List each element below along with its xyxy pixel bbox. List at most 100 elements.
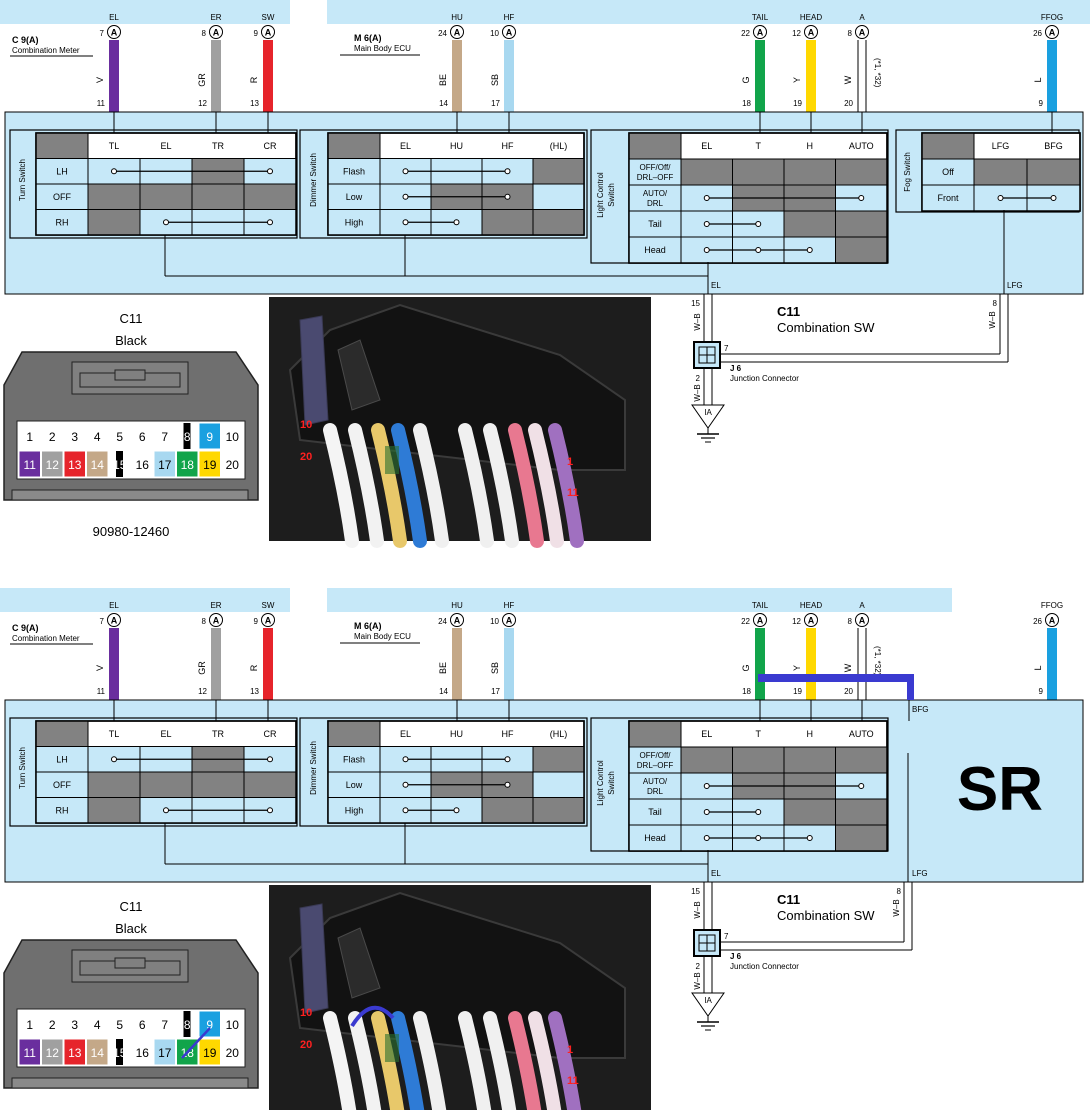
terminal-name: TAIL bbox=[752, 13, 769, 22]
terminal-lower-pin: 18 bbox=[742, 99, 751, 108]
pin-cell bbox=[86, 450, 109, 478]
table-header: EL bbox=[160, 729, 171, 739]
pin-cell bbox=[198, 1038, 221, 1066]
pin-number: 9 bbox=[206, 430, 213, 444]
cell-open bbox=[87, 183, 141, 210]
wire-color-code: Y bbox=[792, 77, 802, 83]
terminal-name: TAIL bbox=[752, 601, 769, 610]
wire-color-code: W bbox=[843, 75, 853, 84]
pin-number: 3 bbox=[71, 1018, 78, 1032]
connector-side bbox=[299, 315, 329, 426]
terminal-name: HF bbox=[504, 601, 515, 610]
contact-dot bbox=[402, 756, 409, 763]
pin-number: 8 bbox=[184, 430, 191, 444]
wire-sw bbox=[263, 40, 273, 112]
pin-number: 15 bbox=[113, 458, 127, 472]
contact-dot bbox=[453, 807, 460, 814]
connector-letter: A bbox=[808, 28, 815, 38]
main-body-ecu-name: Main Body ECU bbox=[354, 632, 411, 641]
table-header: HU bbox=[450, 729, 463, 739]
wire-color-code: V bbox=[95, 77, 105, 83]
contact-dot bbox=[755, 221, 762, 227]
pin-number: 4 bbox=[94, 1018, 101, 1032]
terminal-el-label: EL bbox=[711, 281, 721, 290]
terminal-lower-pin: 14 bbox=[439, 99, 448, 108]
cell-open bbox=[481, 209, 534, 236]
turn-switch-title: Turn Switch bbox=[18, 159, 27, 201]
table-border bbox=[628, 132, 888, 264]
connector-circle bbox=[855, 613, 869, 627]
wire-color-code: GR bbox=[197, 661, 207, 675]
wire-color-code: L bbox=[1033, 77, 1043, 82]
contact-dot bbox=[703, 247, 710, 253]
terminal-lower-pin: 14 bbox=[439, 687, 448, 696]
contact-dot bbox=[703, 835, 710, 841]
terminal-pin: 12 bbox=[792, 617, 801, 626]
wire-color-code: G bbox=[741, 664, 751, 671]
combination-meter-box bbox=[0, 588, 290, 612]
table-header: CR bbox=[264, 141, 277, 151]
pin-number: 15 bbox=[113, 1046, 127, 1060]
main-body-ecu-code: M 6(A) bbox=[354, 33, 382, 43]
terminal-pin: 24 bbox=[438, 617, 447, 626]
cell-open bbox=[481, 797, 534, 824]
terminal-name: A bbox=[859, 601, 865, 610]
terminal-lower-pin: 17 bbox=[491, 99, 500, 108]
terminal-lower-pin: 17 bbox=[491, 687, 500, 696]
wire-note: (*1, *32) bbox=[873, 58, 882, 88]
terminal-pin: 8 bbox=[848, 29, 853, 38]
contact-dot bbox=[402, 781, 409, 788]
contact-dot bbox=[703, 195, 710, 201]
contact-dot bbox=[755, 809, 762, 815]
wire-color-code: BE bbox=[438, 74, 448, 86]
terminal-lower-pin: 12 bbox=[198, 99, 207, 108]
cell-open bbox=[1026, 158, 1081, 186]
contact-dot bbox=[267, 219, 273, 226]
table-border bbox=[628, 720, 888, 852]
turn-row-label: RH bbox=[56, 218, 69, 228]
light-row-label: Tail bbox=[648, 807, 662, 817]
pin-number: 16 bbox=[136, 1046, 150, 1060]
cell-open bbox=[532, 209, 585, 236]
cell-open bbox=[191, 771, 245, 798]
connector-circle bbox=[261, 25, 275, 39]
cell bbox=[532, 771, 585, 798]
wire-color-code: Y bbox=[792, 665, 802, 671]
dimmer-switch-title: Dimmer Switch bbox=[309, 153, 318, 207]
light-row-label: AUTO/ bbox=[643, 777, 668, 786]
contact-dot bbox=[402, 168, 409, 175]
cell-open bbox=[783, 158, 836, 186]
modification-bar-drop bbox=[907, 674, 914, 700]
terminal-lower-pin: 20 bbox=[844, 687, 853, 696]
pin-cell bbox=[86, 1038, 109, 1066]
cell-open bbox=[835, 798, 888, 826]
junction-code: J 6 bbox=[730, 952, 742, 961]
pin-number: 12 bbox=[46, 1046, 60, 1060]
dimmer-row-label: Flash bbox=[343, 755, 365, 765]
table-header: H bbox=[807, 141, 814, 151]
combination-sw-name: Combination SW bbox=[777, 908, 875, 923]
contact-dot bbox=[504, 781, 511, 788]
contact-dot bbox=[402, 193, 409, 200]
table-corner bbox=[35, 132, 89, 159]
connector-circle bbox=[209, 25, 223, 39]
pin-number: 11 bbox=[24, 458, 37, 472]
wire-hf bbox=[504, 628, 514, 700]
contact-dot bbox=[703, 809, 710, 815]
pin-number: 10 bbox=[226, 430, 240, 444]
terminal-lower-pin: 18 bbox=[742, 687, 751, 696]
connector-circle bbox=[502, 25, 516, 39]
wire-pin: 7 bbox=[724, 932, 729, 941]
table-header: TR bbox=[212, 729, 224, 739]
connector-rail bbox=[11, 1077, 249, 1089]
pin-cell bbox=[41, 450, 64, 478]
connector-letter: A bbox=[265, 28, 272, 38]
pin-number: 19 bbox=[203, 458, 217, 472]
connector-letter: A bbox=[808, 616, 815, 626]
terminal-pin: 10 bbox=[490, 617, 499, 626]
photo-label-11: 11 bbox=[567, 1075, 579, 1087]
wire-pin: 8 bbox=[897, 887, 902, 896]
pin-number: 5 bbox=[116, 1018, 123, 1032]
